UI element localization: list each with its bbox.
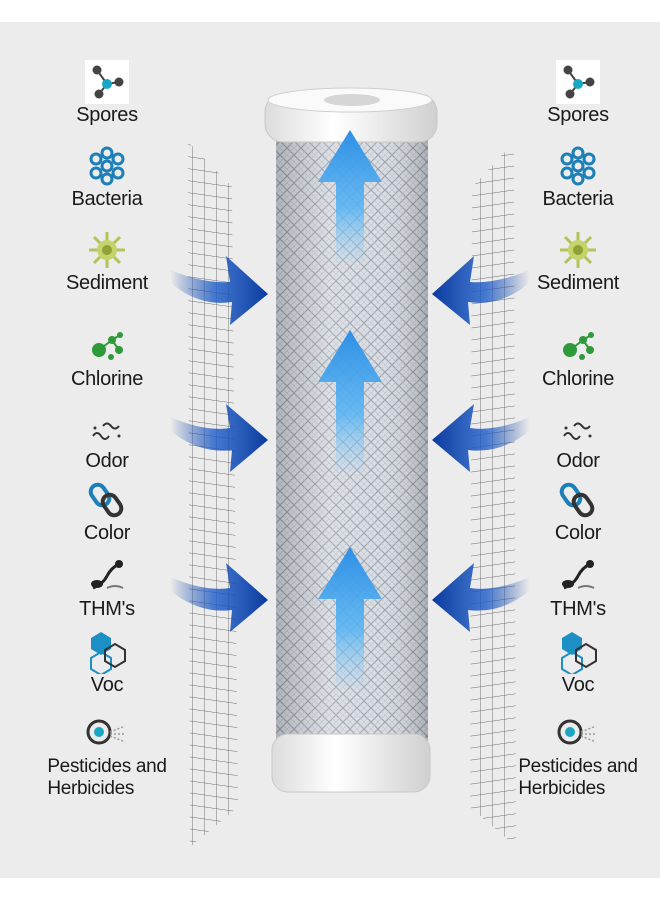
contaminant-label: Chlorine bbox=[541, 368, 615, 390]
odor-icon bbox=[563, 422, 592, 440]
contaminant-label: Pesticides and Herbicides bbox=[518, 756, 638, 799]
contaminant-label: Bacteria bbox=[542, 188, 614, 210]
sediment-icon bbox=[89, 232, 125, 268]
bacteria-icon bbox=[560, 146, 596, 186]
chlorine-icon bbox=[92, 332, 123, 360]
odor-icon bbox=[92, 422, 121, 440]
thm-icon bbox=[562, 560, 595, 590]
contaminant-list-right: Spores Bacteria Sediment Chlorine Odor C… bbox=[508, 22, 648, 878]
contaminant-item: Sediment bbox=[508, 228, 648, 294]
sediment-icon bbox=[560, 232, 596, 268]
contaminant-item: Pesticides and Herbicides bbox=[508, 712, 648, 800]
contaminant-label: Odor bbox=[85, 450, 129, 472]
contaminant-item: Bacteria bbox=[508, 144, 648, 210]
spores-icon bbox=[85, 60, 129, 104]
contaminant-label: Spores bbox=[547, 104, 609, 126]
pesticides-icon bbox=[557, 719, 597, 745]
filter-cartridge bbox=[170, 87, 530, 793]
contaminant-item: Color bbox=[37, 478, 177, 544]
contaminant-label: Voc bbox=[561, 674, 595, 696]
contaminant-label: Chlorine bbox=[70, 368, 144, 390]
pesticides-icon bbox=[86, 719, 126, 745]
contaminant-label: Pesticides and Herbicides bbox=[47, 756, 167, 799]
contaminant-item: THM's bbox=[37, 554, 177, 620]
contaminant-item: Odor bbox=[508, 406, 648, 472]
upward-flow-arrows bbox=[318, 130, 382, 687]
contaminant-label: THM's bbox=[550, 598, 606, 620]
contaminant-list-left: Spores Bacteria Sediment Chlorine Odor C… bbox=[37, 22, 177, 878]
contaminant-item: Spores bbox=[508, 60, 648, 126]
contaminant-item: Chlorine bbox=[37, 324, 177, 390]
spores-icon bbox=[556, 60, 600, 104]
contaminant-item: Voc bbox=[37, 630, 177, 696]
chlorine-icon bbox=[563, 332, 594, 360]
contaminant-item: THM's bbox=[508, 554, 648, 620]
contaminant-label: Color bbox=[554, 522, 602, 544]
contaminant-item: Color bbox=[508, 478, 648, 544]
inflow-arrows-left bbox=[170, 256, 268, 632]
contaminant-label: Color bbox=[83, 522, 131, 544]
contaminant-item: Bacteria bbox=[37, 144, 177, 210]
left-mesh-screen bbox=[188, 142, 516, 847]
voc-icon bbox=[561, 632, 597, 674]
contaminant-item: Sediment bbox=[37, 228, 177, 294]
contaminant-label: THM's bbox=[79, 598, 135, 620]
bacteria-icon bbox=[89, 146, 125, 186]
contaminant-label: Bacteria bbox=[71, 188, 143, 210]
contaminant-label: Sediment bbox=[65, 272, 149, 294]
product-image: Spores Bacteria Sediment Chlorine Odor C… bbox=[0, 22, 660, 878]
contaminant-item: Spores bbox=[37, 60, 177, 126]
color-icon bbox=[88, 482, 124, 518]
thm-icon bbox=[91, 560, 124, 590]
contaminant-label: Odor bbox=[556, 450, 600, 472]
contaminant-label: Spores bbox=[76, 104, 138, 126]
contaminant-item: Chlorine bbox=[508, 324, 648, 390]
contaminant-item: Odor bbox=[37, 406, 177, 472]
contaminant-item: Voc bbox=[508, 630, 648, 696]
color-icon bbox=[559, 482, 595, 518]
voc-icon bbox=[90, 632, 126, 674]
contaminant-label: Sediment bbox=[536, 272, 620, 294]
inflow-arrows-right bbox=[432, 256, 530, 632]
contaminant-label: Voc bbox=[90, 674, 124, 696]
contaminant-item: Pesticides and Herbicides bbox=[37, 712, 177, 800]
